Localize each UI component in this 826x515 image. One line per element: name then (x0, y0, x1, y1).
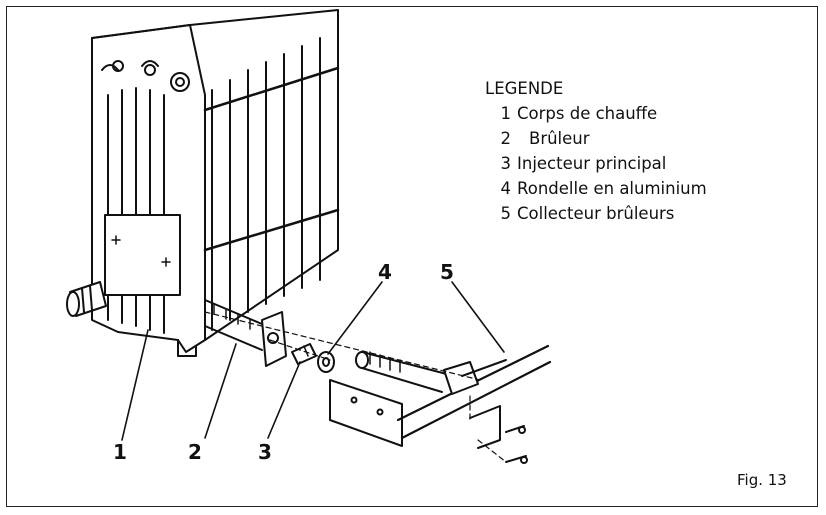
legend-item-label: Corps de chauffe (517, 104, 658, 123)
legend-item-number: 2 (500, 129, 512, 148)
legend-item-label: Injecteur principal (517, 154, 667, 173)
figure-label: Fig. 13 (737, 471, 787, 489)
callout-2: 2 (188, 440, 202, 464)
callout-4: 4 (378, 260, 392, 284)
callout-3: 3 (258, 440, 272, 464)
heating-body-part (66, 9, 340, 357)
legend-item-number: 5 (500, 204, 512, 223)
legend-title: LEGENDE (485, 79, 564, 98)
legend-item-label: Brûleur (529, 129, 590, 148)
leader-lines (121, 281, 505, 441)
callout-1: 1 (113, 440, 127, 464)
legend-item-label: Rondelle en aluminium (517, 179, 707, 198)
washer-part (317, 351, 335, 373)
legend-item-number: 4 (500, 179, 512, 198)
legend-item-number: 3 (500, 154, 512, 173)
legend-item: 5 Collecteur brûleurs (485, 201, 707, 226)
legend-item: 4 Rondelle en aluminium (485, 176, 707, 201)
manifold-part (329, 344, 552, 464)
legend-item-number: 1 (500, 104, 512, 123)
callout-5: 5 (440, 260, 454, 284)
legend-item: 1 Corps de chauffe (485, 101, 707, 126)
injector-part (291, 343, 317, 365)
legend-item-label: Collecteur brûleurs (517, 204, 675, 223)
legend: LEGENDE 1 Corps de chauffe 2 Brûleur 3 I… (485, 76, 707, 226)
burner-part (204, 299, 287, 367)
legend-item: 3 Injecteur principal (485, 151, 707, 176)
legend-item: 2 Brûleur (485, 126, 707, 151)
